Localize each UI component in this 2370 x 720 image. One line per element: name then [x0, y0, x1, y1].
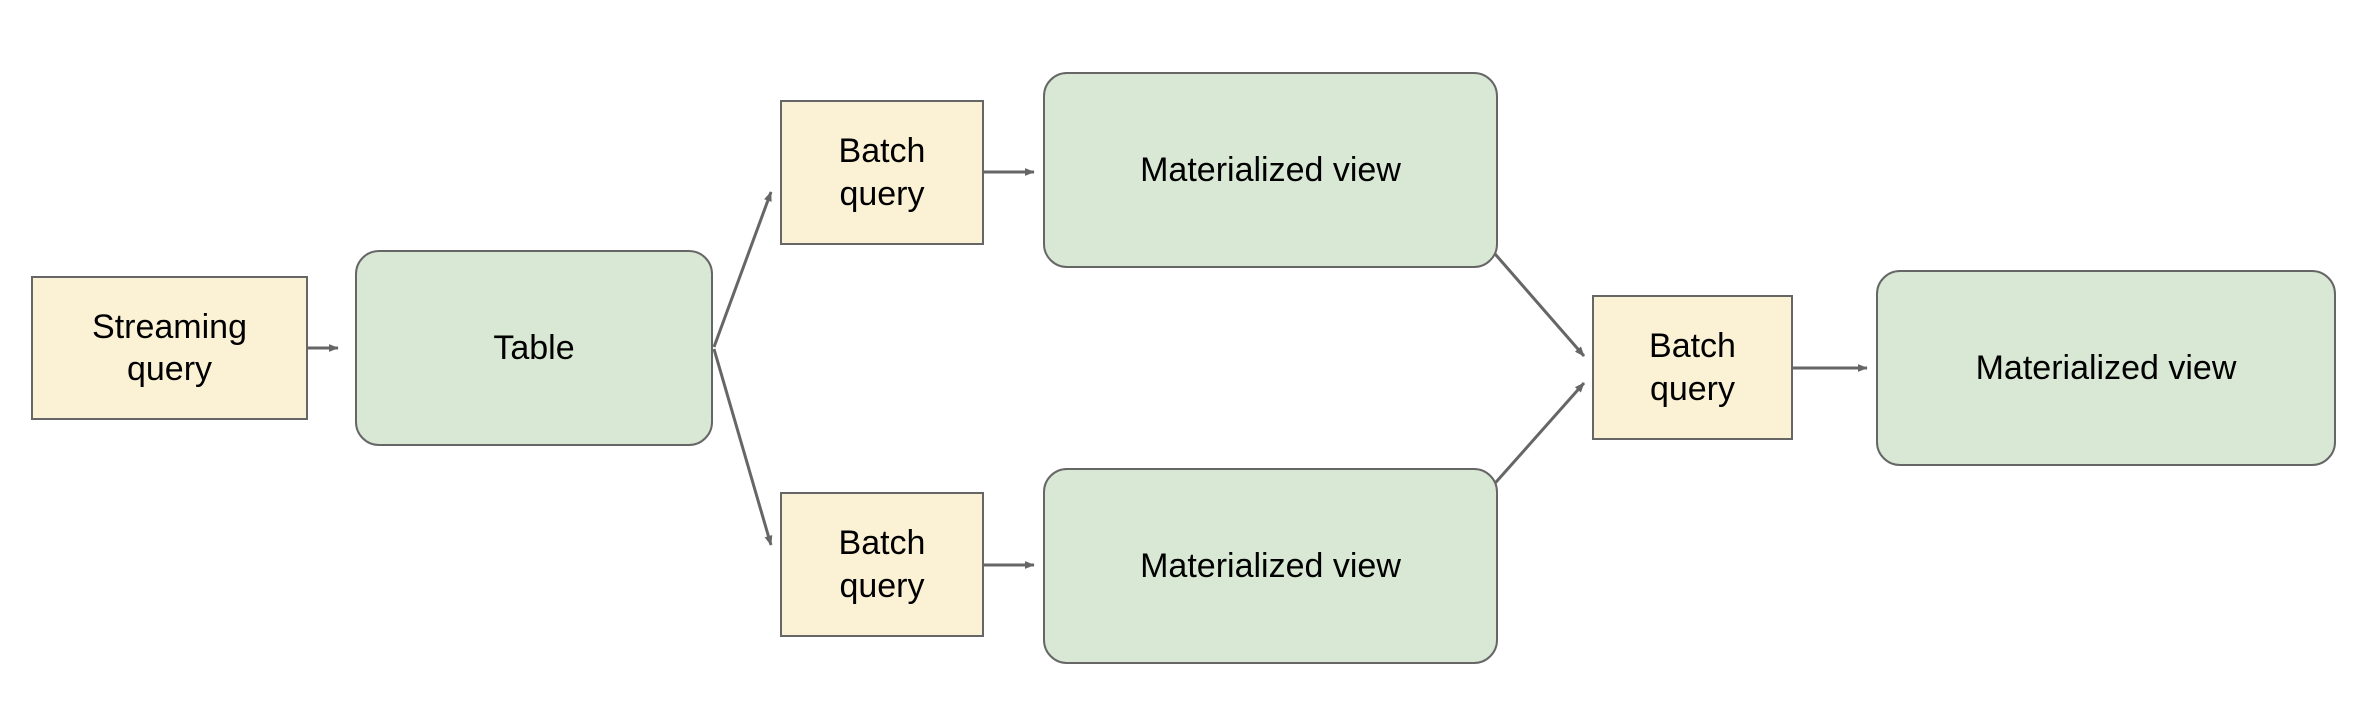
- node-materialized-view-top-label: Materialized view: [1140, 150, 1401, 189]
- node-materialized-view-bottom[interactable]: Materialized view: [1043, 468, 1498, 664]
- node-materialized-view-final-label: Materialized view: [1975, 348, 2237, 387]
- node-batch-query-bottom-label: Batch query: [838, 524, 926, 605]
- edge-table-to-batch-top: [712, 191, 773, 348]
- node-streaming-query-label: Streaming query: [92, 307, 247, 389]
- node-materialized-view-bottom-label: Materialized view: [1140, 546, 1401, 585]
- node-table-label: Table: [493, 328, 575, 367]
- node-table[interactable]: Table: [355, 250, 713, 446]
- node-batch-query-merge[interactable]: Batch query: [1592, 295, 1793, 440]
- node-materialized-view-top[interactable]: Materialized view: [1043, 72, 1498, 268]
- node-materialized-view-final[interactable]: Materialized view: [1876, 270, 2336, 466]
- node-streaming-query[interactable]: Streaming query: [31, 276, 308, 420]
- node-batch-query-bottom[interactable]: Batch query: [780, 492, 984, 637]
- edge-mv-top-to-batch-merge: [1487, 246, 1586, 357]
- edge-mv-bottom-to-batch-merge: [1487, 382, 1586, 491]
- node-batch-query-top-label: Batch query: [838, 132, 926, 213]
- node-batch-query-merge-label: Batch query: [1649, 327, 1736, 408]
- node-batch-query-top[interactable]: Batch query: [780, 100, 984, 245]
- edge-table-to-batch-bottom: [712, 348, 773, 546]
